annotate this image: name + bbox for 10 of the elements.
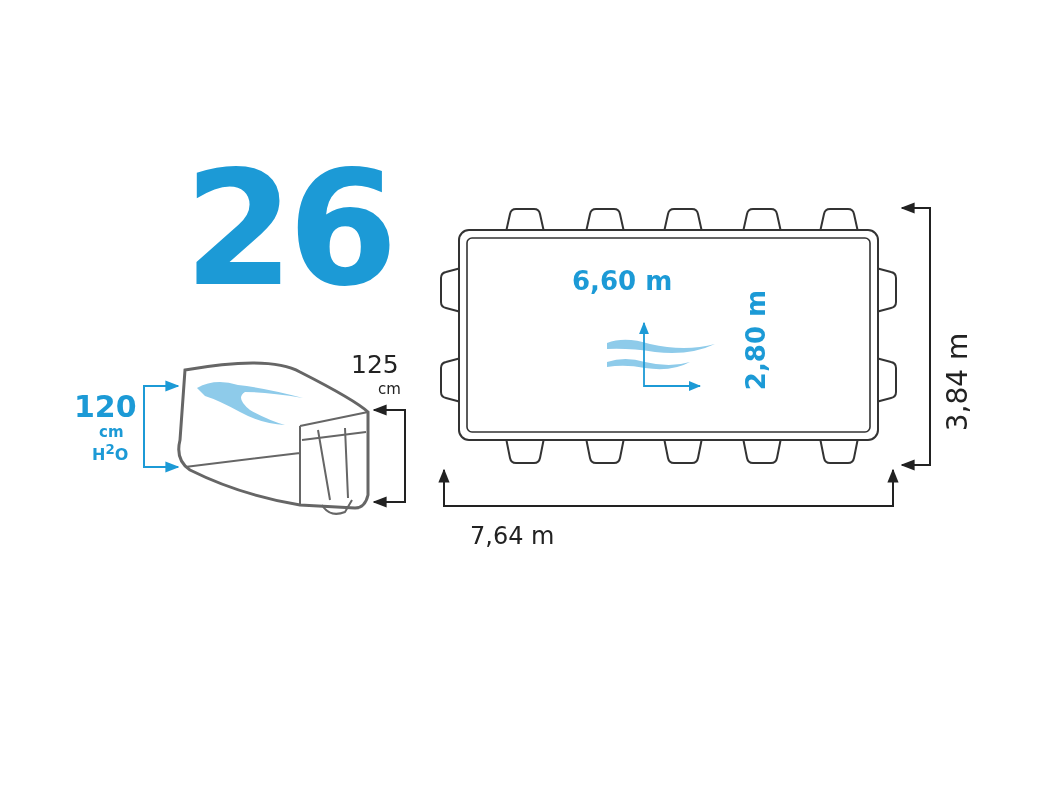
model-number: 26 (184, 150, 392, 308)
height-value: 125 (351, 352, 399, 377)
unit-label: cm (378, 382, 401, 397)
dimension-label: 2,80 m (743, 289, 770, 391)
dimension-label: 6,60 m (572, 268, 673, 294)
dimension-label: 3,84 m (943, 332, 972, 432)
water-label: H$^{2}$O (92, 443, 129, 464)
dimension-label: 7,64 m (470, 524, 555, 548)
unit-label: cm (99, 425, 124, 440)
depth-value: 120 (74, 392, 137, 422)
